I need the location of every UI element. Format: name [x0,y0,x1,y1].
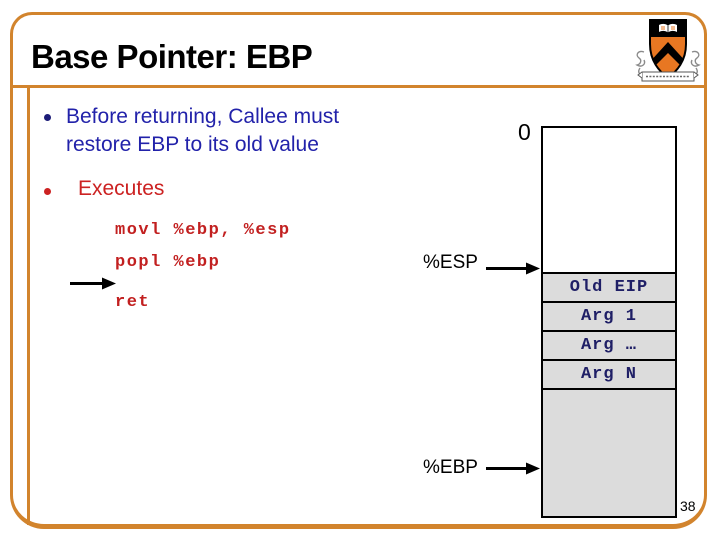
page-number: 38 [680,498,696,514]
ebp-register-label: %EBP [423,457,478,478]
princeton-shield-logo [635,19,701,82]
shield-motto-banner [637,71,699,82]
memory-address-zero-label: 0 [518,119,531,145]
esp-pointer-arrow-icon [486,262,540,275]
code-line-ret: ret [115,293,151,312]
stack-memory-diagram: Old EIP Arg 1 Arg … Arg N [541,126,677,518]
page-title: Base Pointer: EBP [31,38,313,75]
stack-caller-frame-area [543,388,675,516]
stack-cell-arg-ellipsis: Arg … [543,330,675,359]
shield-chevron [650,42,686,73]
content-left-border-line [27,85,30,525]
title-separator-line [10,85,707,88]
stack-cell-arg-n: Arg N [543,359,675,388]
stack-cell-old-eip: Old EIP [543,272,675,301]
bullet-2-text: Executes [78,177,165,200]
slide-border-frame [10,12,707,529]
bullet-1-line-2: restore EBP to its old value [66,133,319,156]
esp-register-label: %ESP [423,252,478,273]
code-line-popl: popl %ebp [115,253,221,272]
bullet-dot-2 [44,188,51,195]
current-instruction-arrow-icon [70,277,116,290]
stack-cell-arg-1: Arg 1 [543,301,675,330]
bullet-1-text: Before returning, Callee must restore EB… [66,103,339,159]
ebp-pointer-arrow-icon [486,462,540,475]
code-line-movl: movl %ebp, %esp [115,221,291,240]
bullet-dot-1 [44,114,51,121]
stack-free-space [543,128,675,272]
bullet-1-line-1: Before returning, Callee must [66,105,340,128]
